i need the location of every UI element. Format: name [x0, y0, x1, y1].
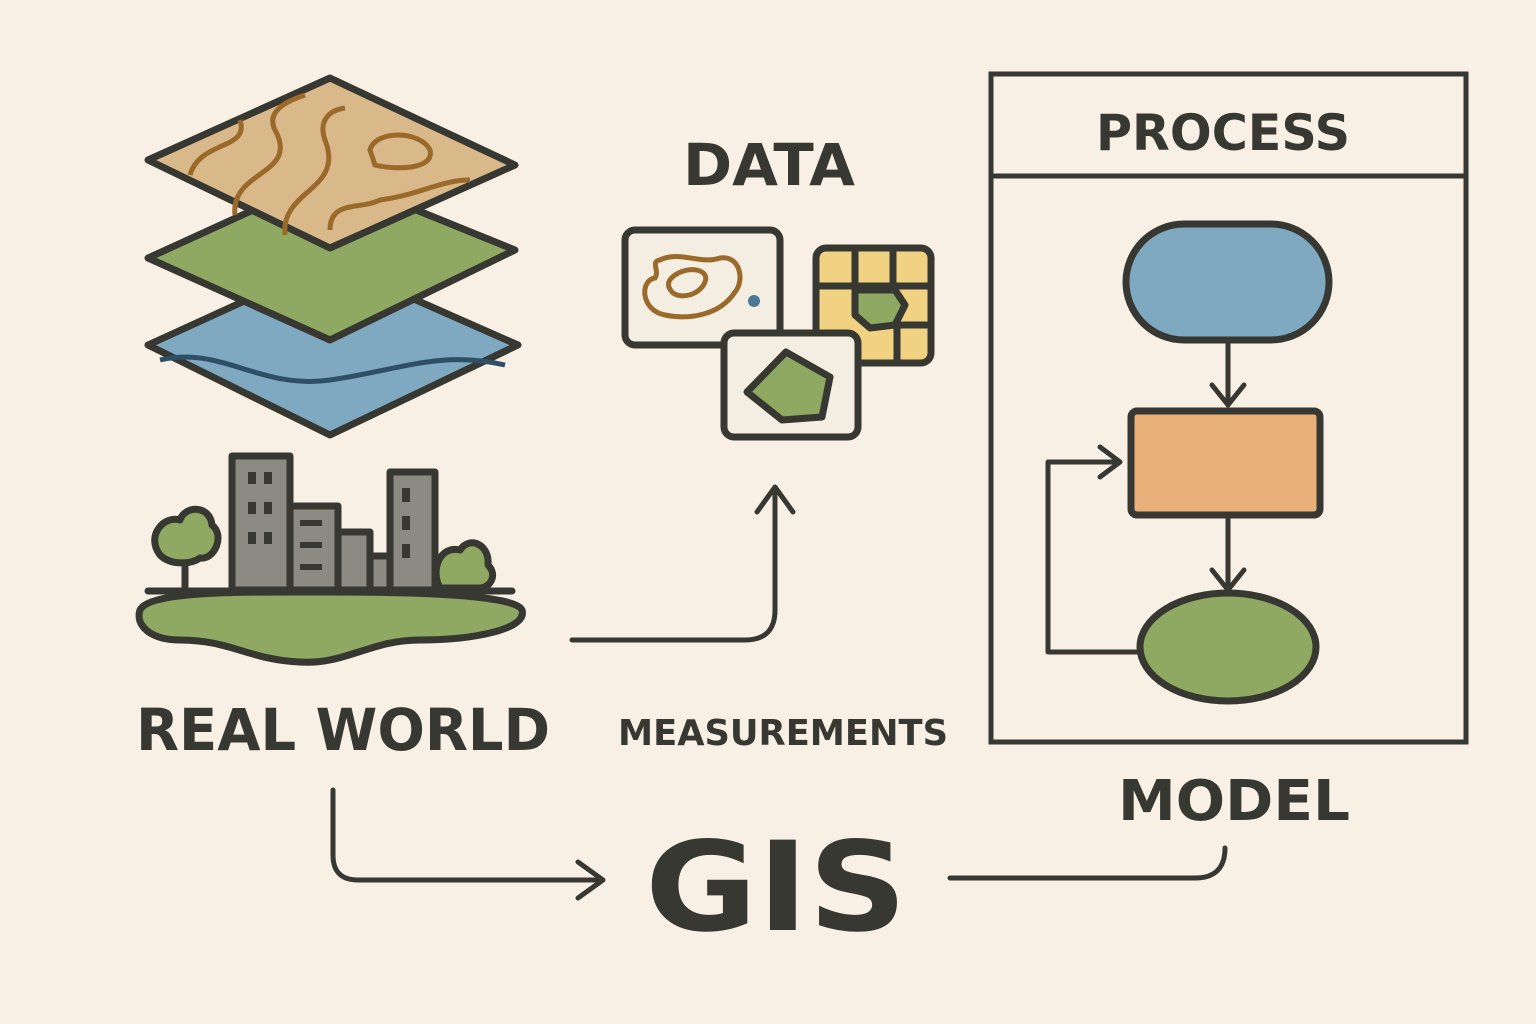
- flowchart-end-node: [1136, 589, 1320, 705]
- process-panel: [988, 71, 1469, 745]
- real-world-label: REAL WORLD: [136, 696, 550, 764]
- feedback-arrow: [1045, 459, 1141, 655]
- gis-to-model-connector: [947, 845, 1228, 881]
- contour-lines: [187, 92, 471, 236]
- data-icons: [621, 226, 935, 441]
- measurements-label: MEASUREMENTS: [618, 713, 948, 754]
- real-world-city-icon: [135, 452, 526, 666]
- flowchart-process-node: [1127, 407, 1324, 519]
- model-label: MODEL: [1118, 769, 1350, 834]
- gis-title: GIS: [645, 816, 907, 960]
- data-label: DATA: [683, 131, 855, 199]
- flowchart-start-node: [1122, 220, 1333, 344]
- measurements-arrow: [569, 487, 778, 643]
- real-world-to-gis-arrow: [330, 787, 603, 883]
- process-label: PROCESS: [1096, 104, 1350, 162]
- map-layers-icon: [144, 74, 522, 439]
